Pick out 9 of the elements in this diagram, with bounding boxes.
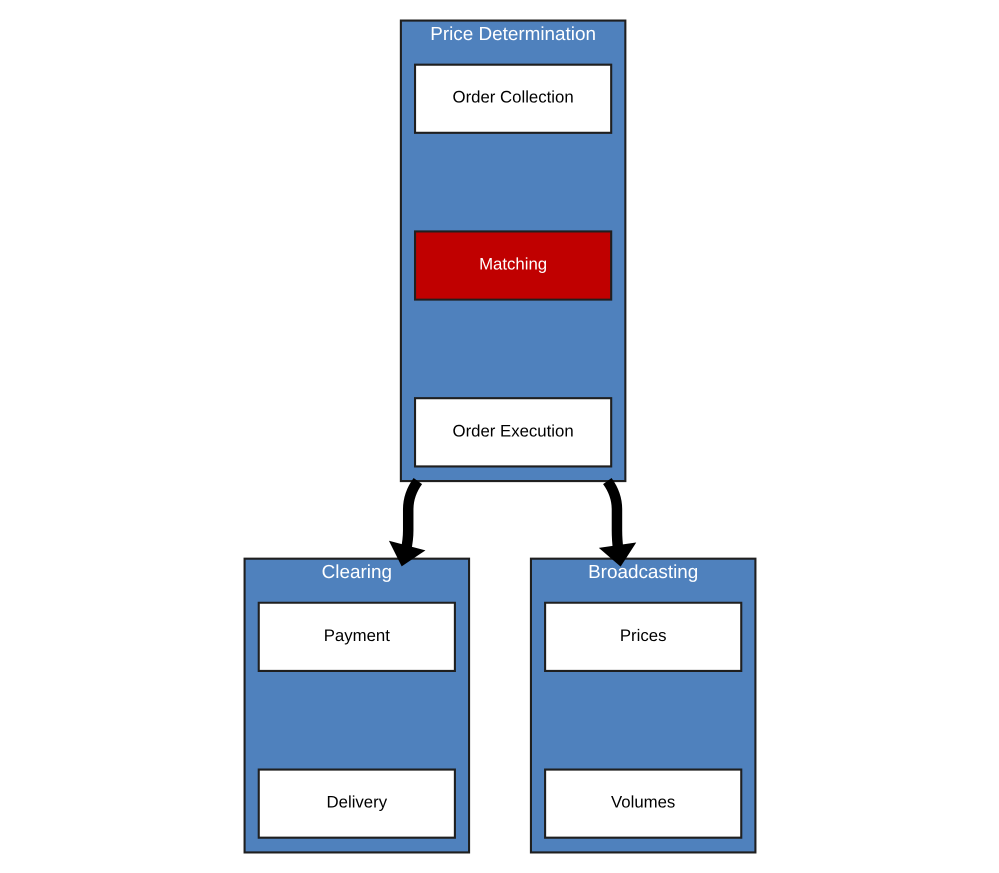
arrow [388,478,425,566]
node-box: Prices [544,602,742,672]
node-box: Payment [257,602,456,672]
node-box: Matching [413,230,612,301]
node-box: Order Collection [413,64,612,134]
node-box: Volumes [544,768,742,839]
arrow [598,478,636,567]
node-box: Order Execution [413,397,612,468]
node-box: Delivery [257,768,456,839]
